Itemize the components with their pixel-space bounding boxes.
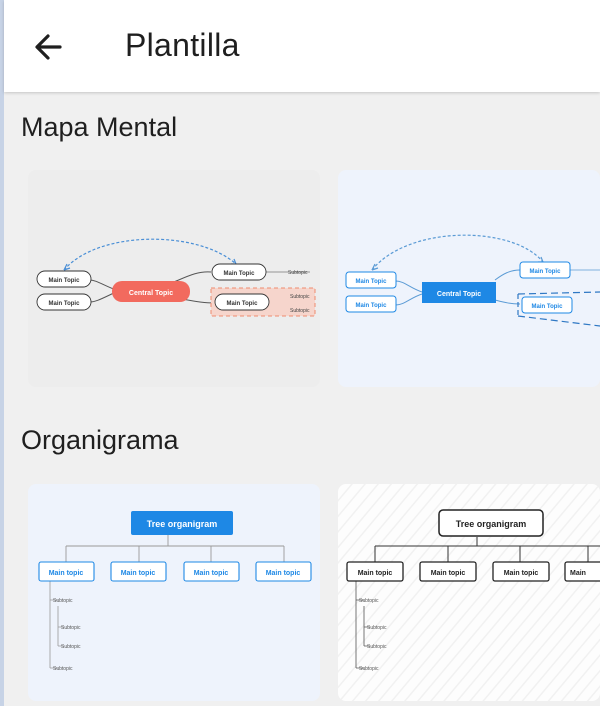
relation-curve	[63, 238, 237, 271]
main-topic-label: Main Topic	[227, 301, 259, 307]
subtopic-label: Subtopic	[359, 598, 379, 604]
main-topic-label: Main Topic	[530, 269, 562, 275]
main-topic-node	[38, 561, 95, 582]
central-topic-label: Central Topic	[437, 291, 481, 298]
subtopic-label: Subtopic	[288, 270, 308, 276]
main-topic-label: Main	[570, 570, 586, 577]
template-card-org-chart-black[interactable]: Tree organigram Main topic Main topic Ma…	[338, 484, 600, 701]
main-topic-label: Main Topic	[49, 278, 81, 284]
main-topic-label: Main Topic	[532, 304, 564, 310]
subtopic-label: Subtopic	[290, 308, 310, 314]
main-topic-node	[345, 295, 397, 313]
subtopic-label: Subtopic	[53, 598, 73, 604]
app-bar: Plantilla	[4, 0, 600, 92]
template-card-mind-map-blue[interactable]: Central Topic Main Topic Main Topic Main…	[338, 170, 600, 387]
main-topic-node	[183, 561, 240, 582]
main-topic-label: Main topic	[358, 570, 393, 577]
main-topic-node	[345, 271, 397, 289]
main-topic-node	[214, 293, 270, 311]
main-topic-label: Main topic	[121, 570, 156, 577]
subtopic-label: Subtopic	[290, 294, 310, 300]
section-title-org-chart: Organigrama	[21, 425, 179, 455]
relation-curve	[371, 234, 544, 271]
left-edge-strip	[0, 0, 4, 706]
subtopic-label: Subtopic	[367, 644, 387, 650]
central-topic-label: Central Topic	[129, 290, 173, 297]
root-topic-node	[131, 511, 233, 535]
main-topic-label: Main topic	[194, 570, 229, 577]
main-topic-node	[346, 561, 404, 582]
template-card-mind-map-red[interactable]: Central Topic Main Topic Main Topic Main…	[28, 170, 320, 387]
main-topic-label: Main Topic	[224, 271, 256, 277]
subtopic-label: Subtopic	[61, 625, 81, 631]
subtopic-label: Subtopic	[61, 644, 81, 650]
main-topic-label: Main Topic	[356, 303, 388, 309]
main-topic-node	[492, 561, 550, 582]
subtopic-label: Subtopic	[359, 666, 379, 672]
main-topic-node	[521, 296, 573, 314]
main-topic-label: Main topic	[431, 570, 466, 577]
section-title-mind-map: Mapa Mental	[21, 112, 178, 142]
main-topic-node	[211, 263, 267, 281]
main-topic-node	[519, 261, 571, 279]
main-topic-node	[110, 561, 167, 582]
main-topic-node	[255, 561, 312, 582]
root-topic-label: Tree organigram	[147, 519, 218, 529]
back-arrow-icon[interactable]	[30, 27, 70, 67]
main-topic-label: Main topic	[504, 570, 539, 577]
main-topic-node	[564, 561, 600, 582]
main-topic-label: Main Topic	[356, 279, 388, 285]
subtopic-label: Subtopic	[53, 666, 73, 672]
main-topic-node	[36, 270, 92, 288]
main-topic-label: Main Topic	[49, 301, 81, 307]
page-title: Plantilla	[125, 27, 240, 63]
template-card-org-chart-blue[interactable]: Tree organigram Main topic Main topic Ma…	[28, 484, 320, 701]
boundary-region	[517, 291, 600, 327]
main-topic-label: Main topic	[49, 570, 84, 577]
root-topic-label: Tree organigram	[456, 519, 527, 529]
main-topic-node	[36, 293, 92, 311]
main-topic-node	[419, 561, 477, 582]
central-topic-node	[112, 281, 190, 302]
root-topic-node	[438, 509, 544, 537]
subtopic-label: Subtopic	[367, 625, 387, 631]
main-topic-label: Main topic	[266, 570, 301, 577]
central-topic-node	[422, 282, 496, 303]
